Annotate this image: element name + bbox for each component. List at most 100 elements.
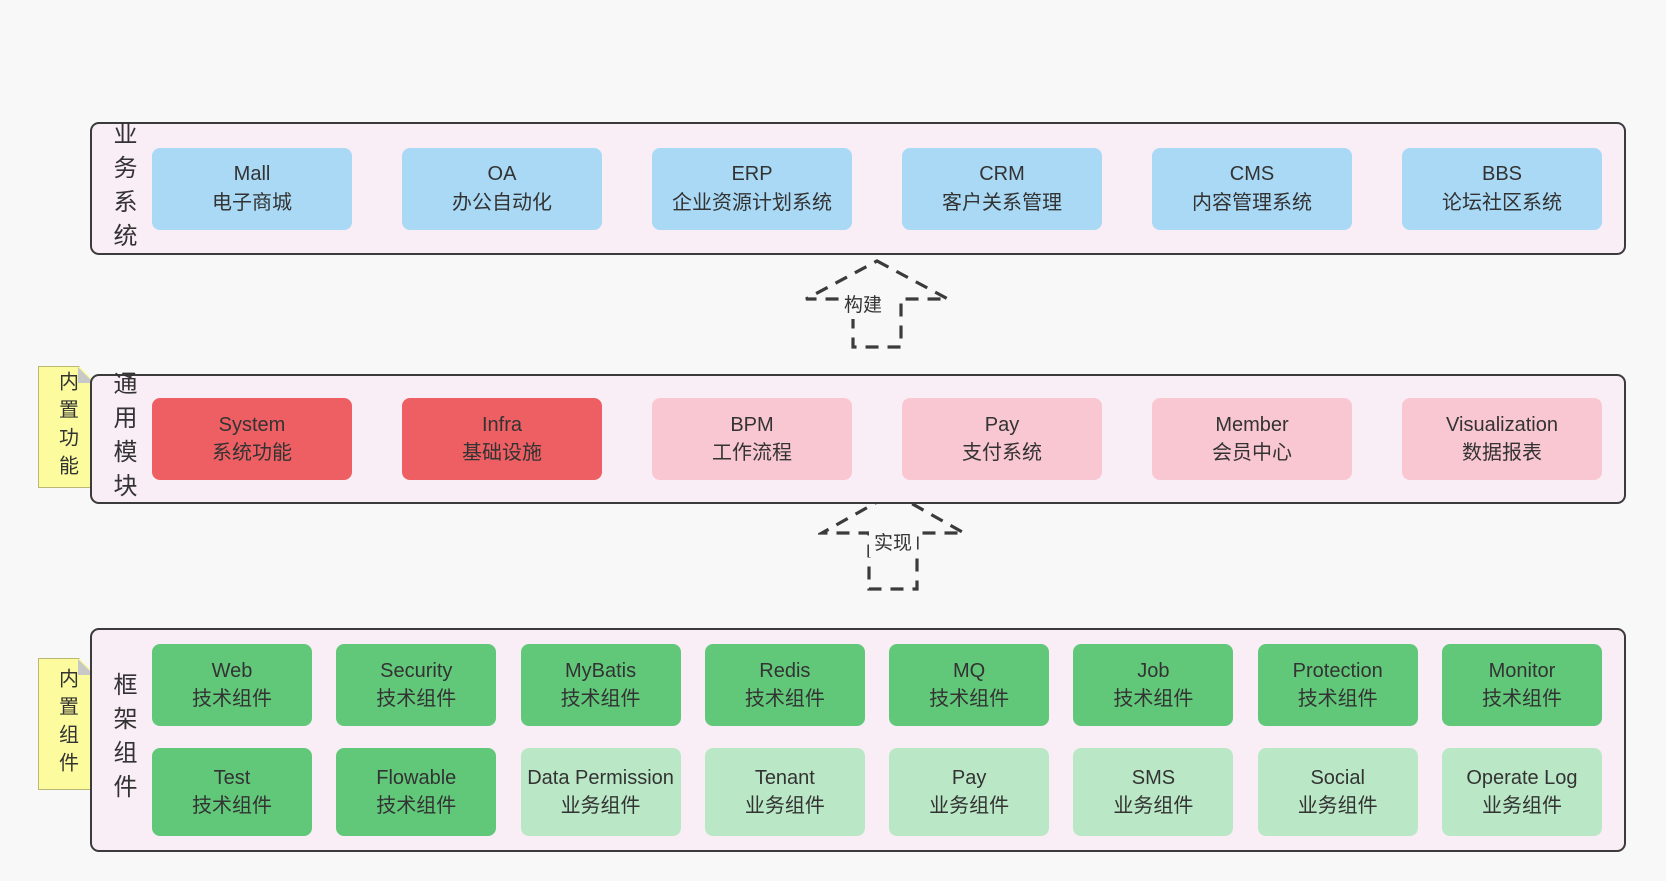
box-protection: Protection 技术组件 — [1257, 644, 1418, 726]
box-subtitle: 工作流程 — [712, 442, 792, 464]
layer-components-label: 框架组件 — [109, 672, 136, 808]
box-erp: ERP 企业资源计划系统 — [652, 147, 852, 230]
box-title: Visualization — [1446, 413, 1558, 436]
dashed-up-arrow-icon — [818, 491, 968, 591]
arrow-build-up: 构建 — [802, 258, 952, 350]
box-title: Infra — [481, 413, 523, 436]
box-redis: Redis 技术组件 — [704, 644, 865, 726]
box-title: Pay — [984, 413, 1020, 436]
box-security: Security 技术组件 — [336, 644, 497, 726]
box-infra: Infra 基础设施 — [402, 398, 602, 480]
box-operate-log: Operate Log 业务组件 — [1441, 748, 1602, 836]
component-row-2: Test 技术组件 Flowable 技术组件 Data Permission … — [152, 748, 1602, 836]
module-boxes: System 系统功能 Infra 基础设施 BPM 工作流程 Pay 支付系统… — [138, 398, 1624, 480]
box-subtitle: 会员中心 — [1212, 442, 1292, 464]
box-pay-component: Pay 业务组件 — [889, 748, 1050, 836]
arrow-implement-up: 实现 — [818, 490, 968, 592]
box-title: Data Permission — [527, 766, 674, 789]
box-title: Flowable — [376, 766, 457, 789]
box-subtitle: 技术组件 — [1481, 688, 1562, 710]
business-boxes: Mall 电子商城 OA 办公自动化 ERP 企业资源计划系统 CRM 客户关系… — [138, 147, 1624, 230]
arrow-build-label: 构建 — [838, 288, 888, 319]
box-subtitle: 数据报表 — [1462, 442, 1542, 464]
box-subtitle: 业务组件 — [744, 795, 825, 817]
dashed-up-arrow-icon — [805, 259, 949, 349]
box-subtitle: 技术组件 — [560, 688, 641, 710]
box-pay-module: Pay 支付系统 — [902, 398, 1102, 480]
box-data-permission: Data Permission 业务组件 — [520, 748, 681, 836]
note-text: 内置功能 — [55, 371, 78, 483]
box-mq: MQ 技术组件 — [889, 644, 1050, 726]
box-subtitle: 技术组件 — [1297, 688, 1378, 710]
box-title: CMS — [1229, 163, 1275, 186]
box-mall: Mall 电子商城 — [152, 147, 352, 230]
box-title: ERP — [731, 163, 773, 186]
box-title: Monitor — [1488, 659, 1556, 682]
box-oa: OA 办公自动化 — [402, 147, 602, 230]
box-subtitle: 电子商城 — [212, 191, 292, 214]
box-title: BBS — [1481, 163, 1523, 186]
box-web: Web 技术组件 — [152, 644, 312, 726]
box-subtitle: 办公自动化 — [452, 191, 552, 214]
box-subtitle: 业务组件 — [929, 795, 1010, 817]
box-title: Test — [213, 766, 251, 789]
box-subtitle: 企业资源计划系统 — [672, 191, 832, 214]
box-title: Social — [1310, 766, 1365, 789]
note-text: 内置组件 — [55, 668, 78, 780]
box-title: MyBatis — [565, 659, 637, 682]
layer-framework-components: 框架组件 Web 技术组件 Security 技术组件 MyBatis 技术组件… — [90, 628, 1626, 852]
sticky-note-built-in-features: 内置功能 — [38, 366, 95, 488]
box-title: Tenant — [754, 766, 815, 789]
box-subtitle: 论坛社区系统 — [1442, 191, 1562, 214]
box-flowable: Flowable 技术组件 — [336, 748, 497, 836]
box-title: Redis — [759, 659, 811, 682]
box-subtitle: 支付系统 — [962, 442, 1042, 464]
box-subtitle: 客户关系管理 — [942, 191, 1062, 214]
layer-common-modules: 通用模块 System 系统功能 Infra 基础设施 BPM 工作流程 Pay… — [90, 371, 1626, 507]
box-title: Security — [380, 659, 453, 682]
arrow-implement-label: 实现 — [868, 526, 918, 557]
box-subtitle: 技术组件 — [192, 795, 272, 817]
box-mybatis: MyBatis 技术组件 — [520, 644, 681, 726]
box-bbs: BBS 论坛社区系统 — [1402, 147, 1602, 230]
box-subtitle: 技术组件 — [376, 795, 457, 817]
box-title: CRM — [979, 163, 1025, 186]
box-title: Operate Log — [1466, 766, 1578, 789]
box-title: Web — [211, 659, 253, 682]
box-title: System — [218, 413, 286, 436]
layer-business-label: 业务系统 — [109, 120, 136, 257]
component-rows: Web 技术组件 Security 技术组件 MyBatis 技术组件 Redi… — [138, 644, 1624, 836]
box-crm: CRM 客户关系管理 — [902, 147, 1102, 230]
sticky-note-built-in-components: 内置组件 — [38, 658, 95, 790]
box-subtitle: 技术组件 — [376, 688, 457, 710]
box-test: Test 技术组件 — [152, 748, 312, 836]
box-subtitle: 业务组件 — [1481, 795, 1562, 817]
box-title: MQ — [953, 659, 986, 682]
box-subtitle: 技术组件 — [929, 688, 1010, 710]
box-system: System 系统功能 — [152, 398, 352, 480]
box-job: Job 技术组件 — [1073, 644, 1234, 726]
box-monitor: Monitor 技术组件 — [1441, 644, 1602, 726]
box-subtitle: 技术组件 — [192, 688, 272, 710]
box-title: BPM — [730, 413, 774, 436]
box-title: Mall — [233, 163, 271, 186]
box-subtitle: 系统功能 — [212, 442, 292, 464]
box-subtitle: 业务组件 — [1297, 795, 1378, 817]
box-title: Member — [1215, 413, 1289, 436]
box-cms: CMS 内容管理系统 — [1152, 147, 1352, 230]
component-row-1: Web 技术组件 Security 技术组件 MyBatis 技术组件 Redi… — [152, 644, 1602, 726]
box-title: Job — [1137, 659, 1170, 682]
box-subtitle: 业务组件 — [1113, 795, 1194, 817]
layer-business-systems: 业务系统 Mall 电子商城 OA 办公自动化 ERP 企业资源计划系统 CRM… — [90, 120, 1626, 257]
box-title: OA — [487, 163, 517, 186]
layer-modules-label: 通用模块 — [109, 371, 136, 507]
box-subtitle: 技术组件 — [1113, 688, 1194, 710]
box-title: Pay — [951, 766, 987, 789]
box-visualization: Visualization 数据报表 — [1402, 398, 1602, 480]
box-subtitle: 业务组件 — [560, 795, 641, 817]
box-subtitle: 技术组件 — [744, 688, 825, 710]
box-subtitle: 内容管理系统 — [1192, 191, 1312, 214]
box-tenant: Tenant 业务组件 — [704, 748, 865, 836]
box-title: Protection — [1292, 659, 1383, 682]
